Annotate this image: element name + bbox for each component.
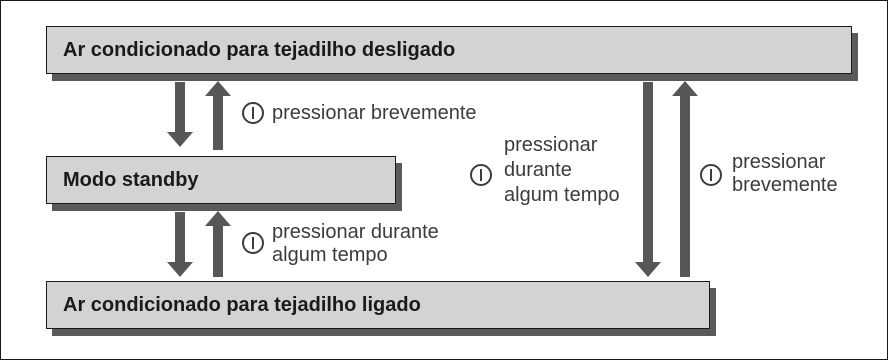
state-on-box: Ar condicionado para tejadilho ligado	[46, 281, 710, 329]
label-off-standby: pressionar brevemente	[272, 102, 477, 125]
power-button-icon	[242, 102, 264, 124]
label-line: durante	[504, 159, 572, 181]
arrow-off-to-on	[635, 82, 661, 277]
transition-arrows	[167, 81, 722, 277]
label-line: pressionar brevemente	[272, 102, 477, 124]
label-line: pressionar durante	[272, 221, 439, 243]
label-line: brevemente	[732, 174, 838, 196]
power-button-icon	[700, 164, 722, 186]
state-standby-box: Modo standby	[46, 156, 396, 204]
arrow-off-to-standby	[167, 82, 193, 147]
label-line: algum tempo	[272, 244, 388, 266]
state-standby-label: Modo standby	[63, 168, 199, 191]
label-line: algum tempo	[504, 184, 620, 206]
arrow-standby-to-on	[167, 212, 193, 277]
state-off-label: Ar condicionado para tejadilho desligado	[63, 38, 456, 61]
label-on-off-long: pressionar durante algum tempo	[504, 133, 620, 208]
power-button-icon	[470, 164, 492, 186]
power-button-icon	[242, 232, 264, 254]
arrow-standby-to-off	[205, 81, 231, 150]
label-off-on-short: pressionar brevemente	[732, 151, 838, 197]
state-on-label: Ar condicionado para tejadilho ligado	[63, 293, 421, 316]
arrow-on-to-standby	[205, 211, 231, 277]
arrow-on-to-off	[672, 81, 698, 277]
label-line: pressionar	[732, 151, 826, 173]
label-line: pressionar	[504, 134, 598, 156]
state-off-box: Ar condicionado para tejadilho desligado	[46, 26, 852, 74]
label-standby-on: pressionar durante algum tempo	[272, 221, 439, 267]
